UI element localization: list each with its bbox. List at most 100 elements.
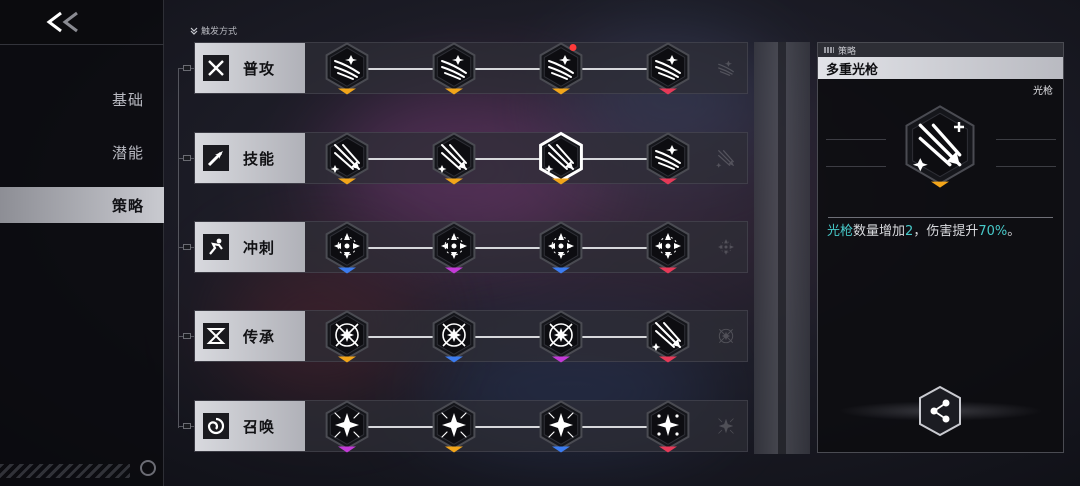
claw-slash-icon [432,42,476,95]
info-badge-icon[interactable] [140,460,156,476]
strategy-row: 传承 [194,310,748,363]
claw-slash-icon [325,42,369,95]
locked-node-placeholder [709,141,743,175]
sparkle-burst-icon [539,400,583,453]
compass-star-node[interactable] [533,307,589,367]
sparkle-burst-icon [432,400,476,453]
lance-spread-node[interactable] [426,129,482,189]
arrow-burst-icon [207,151,223,167]
panel-header: 策略 [818,43,1063,57]
strategy-row: 冲刺 [194,221,748,274]
double-chevron-left-icon [46,11,78,33]
compass-star-node[interactable] [319,307,375,367]
strategy-title: 多重光枪 [826,62,879,78]
claw-slash-icon [539,42,583,95]
sparkle-burst-node[interactable] [426,397,482,457]
compass-star-icon [325,310,369,363]
tree-node-dot [183,333,191,339]
cross-target-icon [539,221,583,274]
circuit-decoration [826,139,886,167]
claw-slash-icon [646,42,690,95]
crossed-swords-icon [208,60,224,76]
hatch-icon [824,47,834,53]
category-label[interactable]: 技能 [195,133,305,183]
sidebar-item-label: 策略 [111,196,144,215]
sidebar-item-label: 潜能 [111,143,144,162]
node-connector [347,158,668,160]
compass-star-node[interactable] [426,307,482,367]
sparkle-cross-node[interactable] [640,397,696,457]
tree-connector [178,68,179,428]
tree-node-dot [183,244,191,250]
lance-spread-node[interactable] [640,307,696,367]
category-label[interactable]: 传承 [195,311,305,361]
sidebar-item-potential[interactable]: 潜能 [0,134,164,170]
claw-slash-node[interactable] [533,39,589,99]
cross-target-node[interactable] [426,218,482,278]
category-name: 召唤 [243,417,276,436]
lance-spread-icon [905,105,975,188]
claw-slash-node[interactable] [426,39,482,99]
category-icon-box [203,55,229,81]
category-label[interactable]: 冲刺 [195,222,305,272]
cross-target-node[interactable] [319,218,375,278]
section-title-text: 触发方式 [201,27,238,37]
cross-target-node[interactable] [533,218,589,278]
lance-spread-icon [325,132,369,185]
claw-slash-node[interactable] [640,129,696,189]
share-icon [919,385,961,437]
trigger-section-title: 触发方式 [190,24,237,37]
share-button[interactable] [914,385,966,437]
category-icon-box [203,323,229,349]
tree-node-dot [183,423,191,429]
strategy-tag: 光枪 [1033,86,1053,97]
category-icon-box [203,234,229,260]
cross-target-icon [646,221,690,274]
locked-node-placeholder [709,409,743,443]
claw-slash-node[interactable] [640,39,696,99]
scroll-rail[interactable] [754,42,810,454]
sparkle-cross-icon [646,400,690,453]
category-label[interactable]: 普攻 [195,43,305,93]
category-name: 技能 [243,149,276,168]
panel-title-bar: 多重光枪 [818,57,1063,79]
sparkle-burst-node[interactable] [319,397,375,457]
lance-spread-node[interactable] [533,129,589,189]
detail-panel: 策略 多重光枪 光枪 光枪数量增加2，伤害提升70%。 [817,42,1064,453]
tree-node-dot [183,65,191,71]
value-highlight: 2 [905,224,914,239]
compass-star-icon [432,310,476,363]
strategy-row: 普攻 [194,42,748,95]
locked-node-placeholder [709,230,743,264]
claw-slash-node[interactable] [319,39,375,99]
claw-slash-icon [646,132,690,185]
strategy-large-icon [894,99,986,199]
cross-target-node[interactable] [640,218,696,278]
back-button[interactable] [0,0,130,44]
lance-spread-icon [646,310,690,363]
locked-node-placeholder [709,319,743,353]
sparkle-burst-node[interactable] [533,397,589,457]
value-highlight: 70% [978,224,1008,239]
sparkle-burst-icon [325,400,369,453]
category-icon-box [203,413,229,439]
desc-text: 。 [1007,224,1021,239]
panel-divider [828,217,1053,218]
lance-spread-icon [432,132,476,185]
decorative-stripes [0,464,130,478]
node-connector [347,426,668,428]
panel-header-text: 策略 [838,46,857,57]
category-name: 传承 [243,327,276,346]
tree-node-dot [183,155,191,161]
sidebar-item-strategy[interactable]: 策略 [0,187,164,223]
node-connector [347,336,668,338]
lance-spread-icon [539,131,583,185]
sidebar: 基础 潜能 策略 [0,0,164,486]
node-connector [347,247,668,249]
lance-spread-node[interactable] [319,129,375,189]
cross-target-icon [325,221,369,274]
dash-runner-icon [209,238,223,255]
strategy-row: 技能 [194,131,748,185]
category-label[interactable]: 召唤 [195,401,305,451]
sidebar-item-basic[interactable]: 基础 [0,81,164,117]
